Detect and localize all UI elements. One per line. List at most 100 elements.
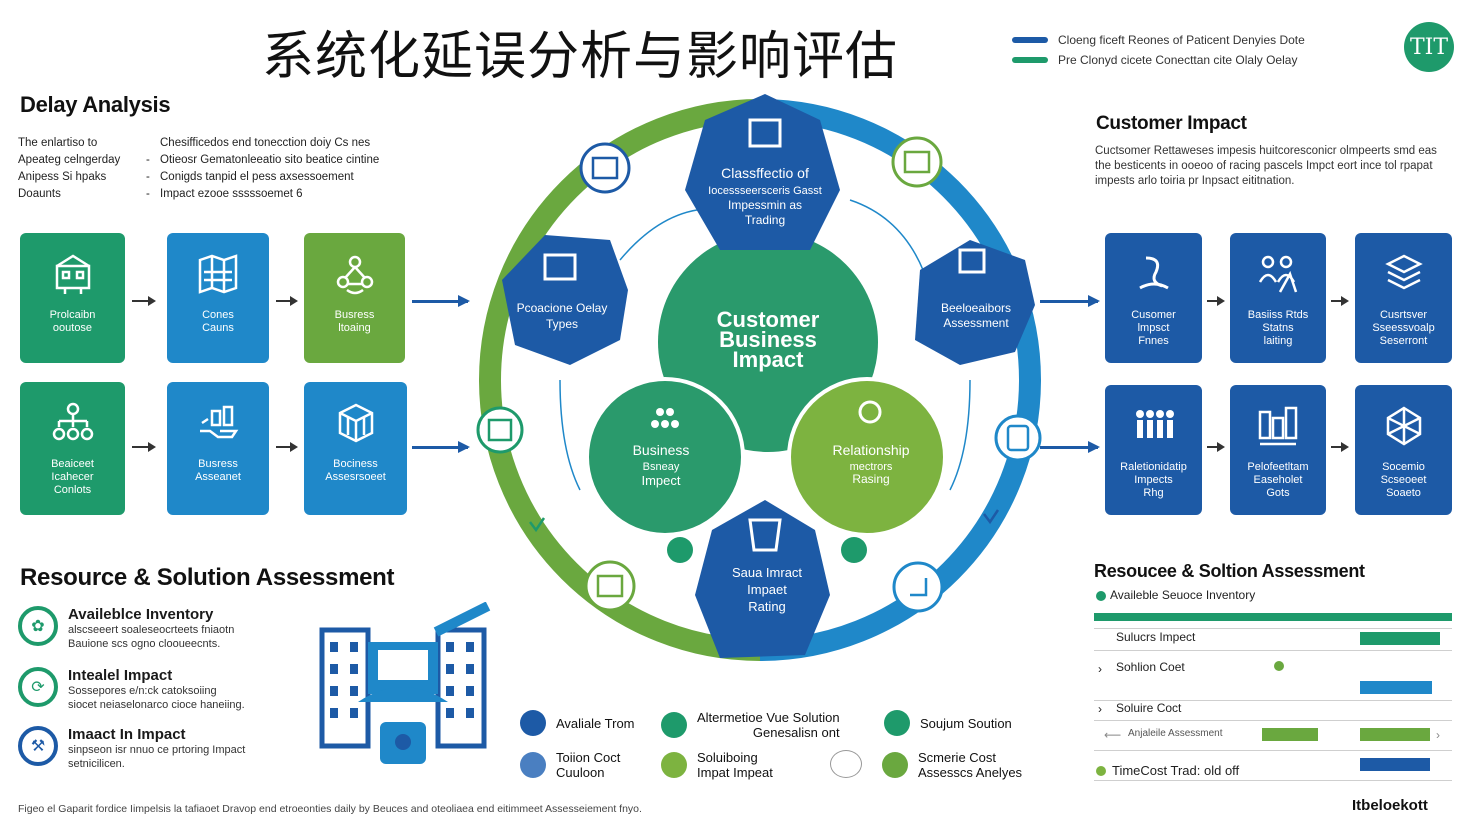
hand-icon (195, 400, 241, 446)
tool-icon: ⚒ (18, 726, 58, 766)
tile-relationship-impacts[interactable]: Raletionidatip Impects Rhg (1105, 385, 1202, 515)
tile-label: Socemio Scseoeet Soaeto (1380, 461, 1427, 499)
flow-arrow (132, 296, 156, 306)
flow-arrow (1040, 441, 1100, 453)
left-label-2: Types (546, 317, 578, 331)
legend-item: Toiion Coct Cuuloon (520, 750, 620, 780)
bar-timecost (1360, 758, 1430, 771)
tile-label: Raletionidatip Impects Rhg (1120, 461, 1187, 499)
tile-scenario[interactable]: Socemio Scseoeet Soaeto (1355, 385, 1452, 515)
tile-label: Busress ltoaing (334, 309, 375, 334)
center-label-3: Impact (733, 347, 805, 372)
tile-behavior-conflicts[interactable]: Beaiceet Icahecer Conlots (20, 382, 125, 515)
divider (1094, 720, 1452, 721)
description-left: Anipess Si hpaks (18, 170, 107, 183)
box-icon (333, 400, 379, 446)
legend-dot (520, 752, 546, 778)
legend-dot (884, 710, 910, 736)
description-sep: - (146, 153, 150, 166)
resource-solution-heading: Resoucee & Soltion Assessment (1094, 561, 1365, 581)
resource-item-desc: Sossepores e/n:ck catoksoiing siocet nei… (68, 685, 245, 711)
delay-analysis-description: The enlartiso to Chesifficedos end tonecc… (18, 134, 438, 202)
tile-business-assessment[interactable]: Busress Asseanet (167, 382, 269, 515)
network-icon (332, 251, 378, 297)
ring-icon-circle (579, 142, 631, 194)
legend-dot (661, 712, 687, 738)
tile-customer-impact-fines[interactable]: Cusomer lmpsct Fnnes (1105, 233, 1202, 363)
tile-label: Busress Asseanet (195, 458, 241, 483)
map-icon (195, 251, 241, 297)
tile-label: Pelofeetltam Easeholet Gots (1247, 461, 1309, 499)
ring-icon-circle (891, 136, 943, 188)
bullet-arrow: › (1098, 702, 1102, 716)
flow-arrow (1040, 295, 1100, 307)
top-legend-label: Cloeng ficeft Reones of Paticent Denyies… (1058, 33, 1305, 47)
inner-right-label-2: mectrors (850, 461, 893, 473)
tile-stakeholder-costs[interactable]: Pelofeetltam Easeholet Gots (1230, 385, 1326, 515)
delay-types-node (502, 235, 628, 365)
description-sep: - (146, 170, 150, 183)
bar-available-2 (1360, 728, 1430, 741)
tile-label: Prolcaibn ooutose (49, 309, 96, 334)
resource-row-label: Availeble Seuoce Inventory (1110, 588, 1256, 602)
tile-business-loading[interactable]: Busress ltoaing (304, 233, 405, 363)
brand-name: Itbeloekott (1352, 797, 1428, 814)
top-label-1: Classffectio of (721, 165, 809, 181)
tile-label: Beaiceet Icahecer Conlots (51, 458, 94, 496)
tile-business-risks[interactable]: Basiiss Rtds Statns laiting (1230, 233, 1326, 363)
tile-causes[interactable]: Cones Cauns (167, 233, 269, 363)
flow-arrow (276, 442, 298, 452)
ring-icon-circle (994, 414, 1042, 462)
bullet-dot (1096, 766, 1106, 776)
resource-bars: Availeble Seuoce Inventory Sulucrs Impec… (1094, 588, 1454, 788)
flow-icon: ⟳ (18, 667, 58, 707)
legend-label: Toiion Coct Cuuloon (556, 750, 621, 780)
bottom-label-3: Rating (748, 599, 786, 614)
legend-label: Soluiboing Impat Impeat (697, 750, 773, 780)
description-left: The enlartiso to (18, 136, 98, 149)
flow-arrow (1331, 442, 1349, 452)
ring-icon-circle (892, 561, 944, 613)
flow-arrow (132, 442, 156, 452)
bullet-dot (1274, 661, 1284, 671)
flow-arrow (1207, 442, 1225, 452)
legend-dot (661, 752, 687, 778)
legend-item: Soluiboing Impat Impeat (661, 750, 773, 780)
resource-item-title: Intealel Impact (68, 667, 173, 684)
bar-inventory (1094, 613, 1452, 621)
legend-swatch-navy (1012, 37, 1048, 43)
bullet-dot (1096, 591, 1106, 601)
legend-item: Avaliale Trom (520, 710, 635, 736)
org-icon (50, 400, 96, 446)
footer-caption: Figeo el Gaparit fordice Iimpelsis la ta… (18, 803, 642, 815)
resource-row-label: Sulucrs Impect (1116, 630, 1196, 644)
left-label-1: Pcoacione Oelay (517, 301, 608, 315)
description-right: Impact ezooe sssssoemet 6 (160, 187, 303, 200)
tile-business-assessment-2[interactable]: Bociness Assesrsoeet (304, 382, 407, 515)
flow-arrow (276, 296, 298, 306)
tile-label: Basiiss Rtds Statns laiting (1247, 309, 1309, 347)
description-right: Otieosr Gematonleeatio sito beatice cint… (160, 153, 380, 166)
center-label-2: Business (719, 327, 817, 352)
page-title: 系统化延误分析与影响评估 (262, 27, 899, 87)
description-right: Chesifficedos end tonecction doiy Cs nes (160, 136, 371, 149)
resource-row-label: Soluire Coct (1116, 701, 1182, 715)
legend-dot (882, 752, 908, 778)
description-right: Conigds tanpid el pess axsessoement (160, 170, 354, 183)
resource-item-title: Imaact In Impact (68, 726, 186, 743)
divider (1094, 780, 1452, 781)
inner-left-label-2: Bsneay (643, 461, 680, 473)
resource-row-label: TimeCost Trad: old off (1112, 763, 1240, 778)
hook-icon (1131, 251, 1177, 297)
tile-label: Bociness Assesrsoeet (325, 458, 386, 483)
resource-item-desc: alscseeert soaleseocrteets fniaotn Bauio… (68, 624, 235, 650)
tile-customer-success[interactable]: Cusrtsver Sseessvoalp Seserront (1355, 233, 1452, 363)
right-label-1: Beeloeaibors (941, 301, 1011, 315)
bottom-label-2: Impaet (747, 582, 787, 597)
tile-production-outage[interactable]: Prolcaibn ooutose (20, 233, 125, 363)
team-icon (1131, 403, 1177, 449)
flow-arrow (412, 295, 470, 307)
logo-icon: TIT (1404, 22, 1454, 72)
